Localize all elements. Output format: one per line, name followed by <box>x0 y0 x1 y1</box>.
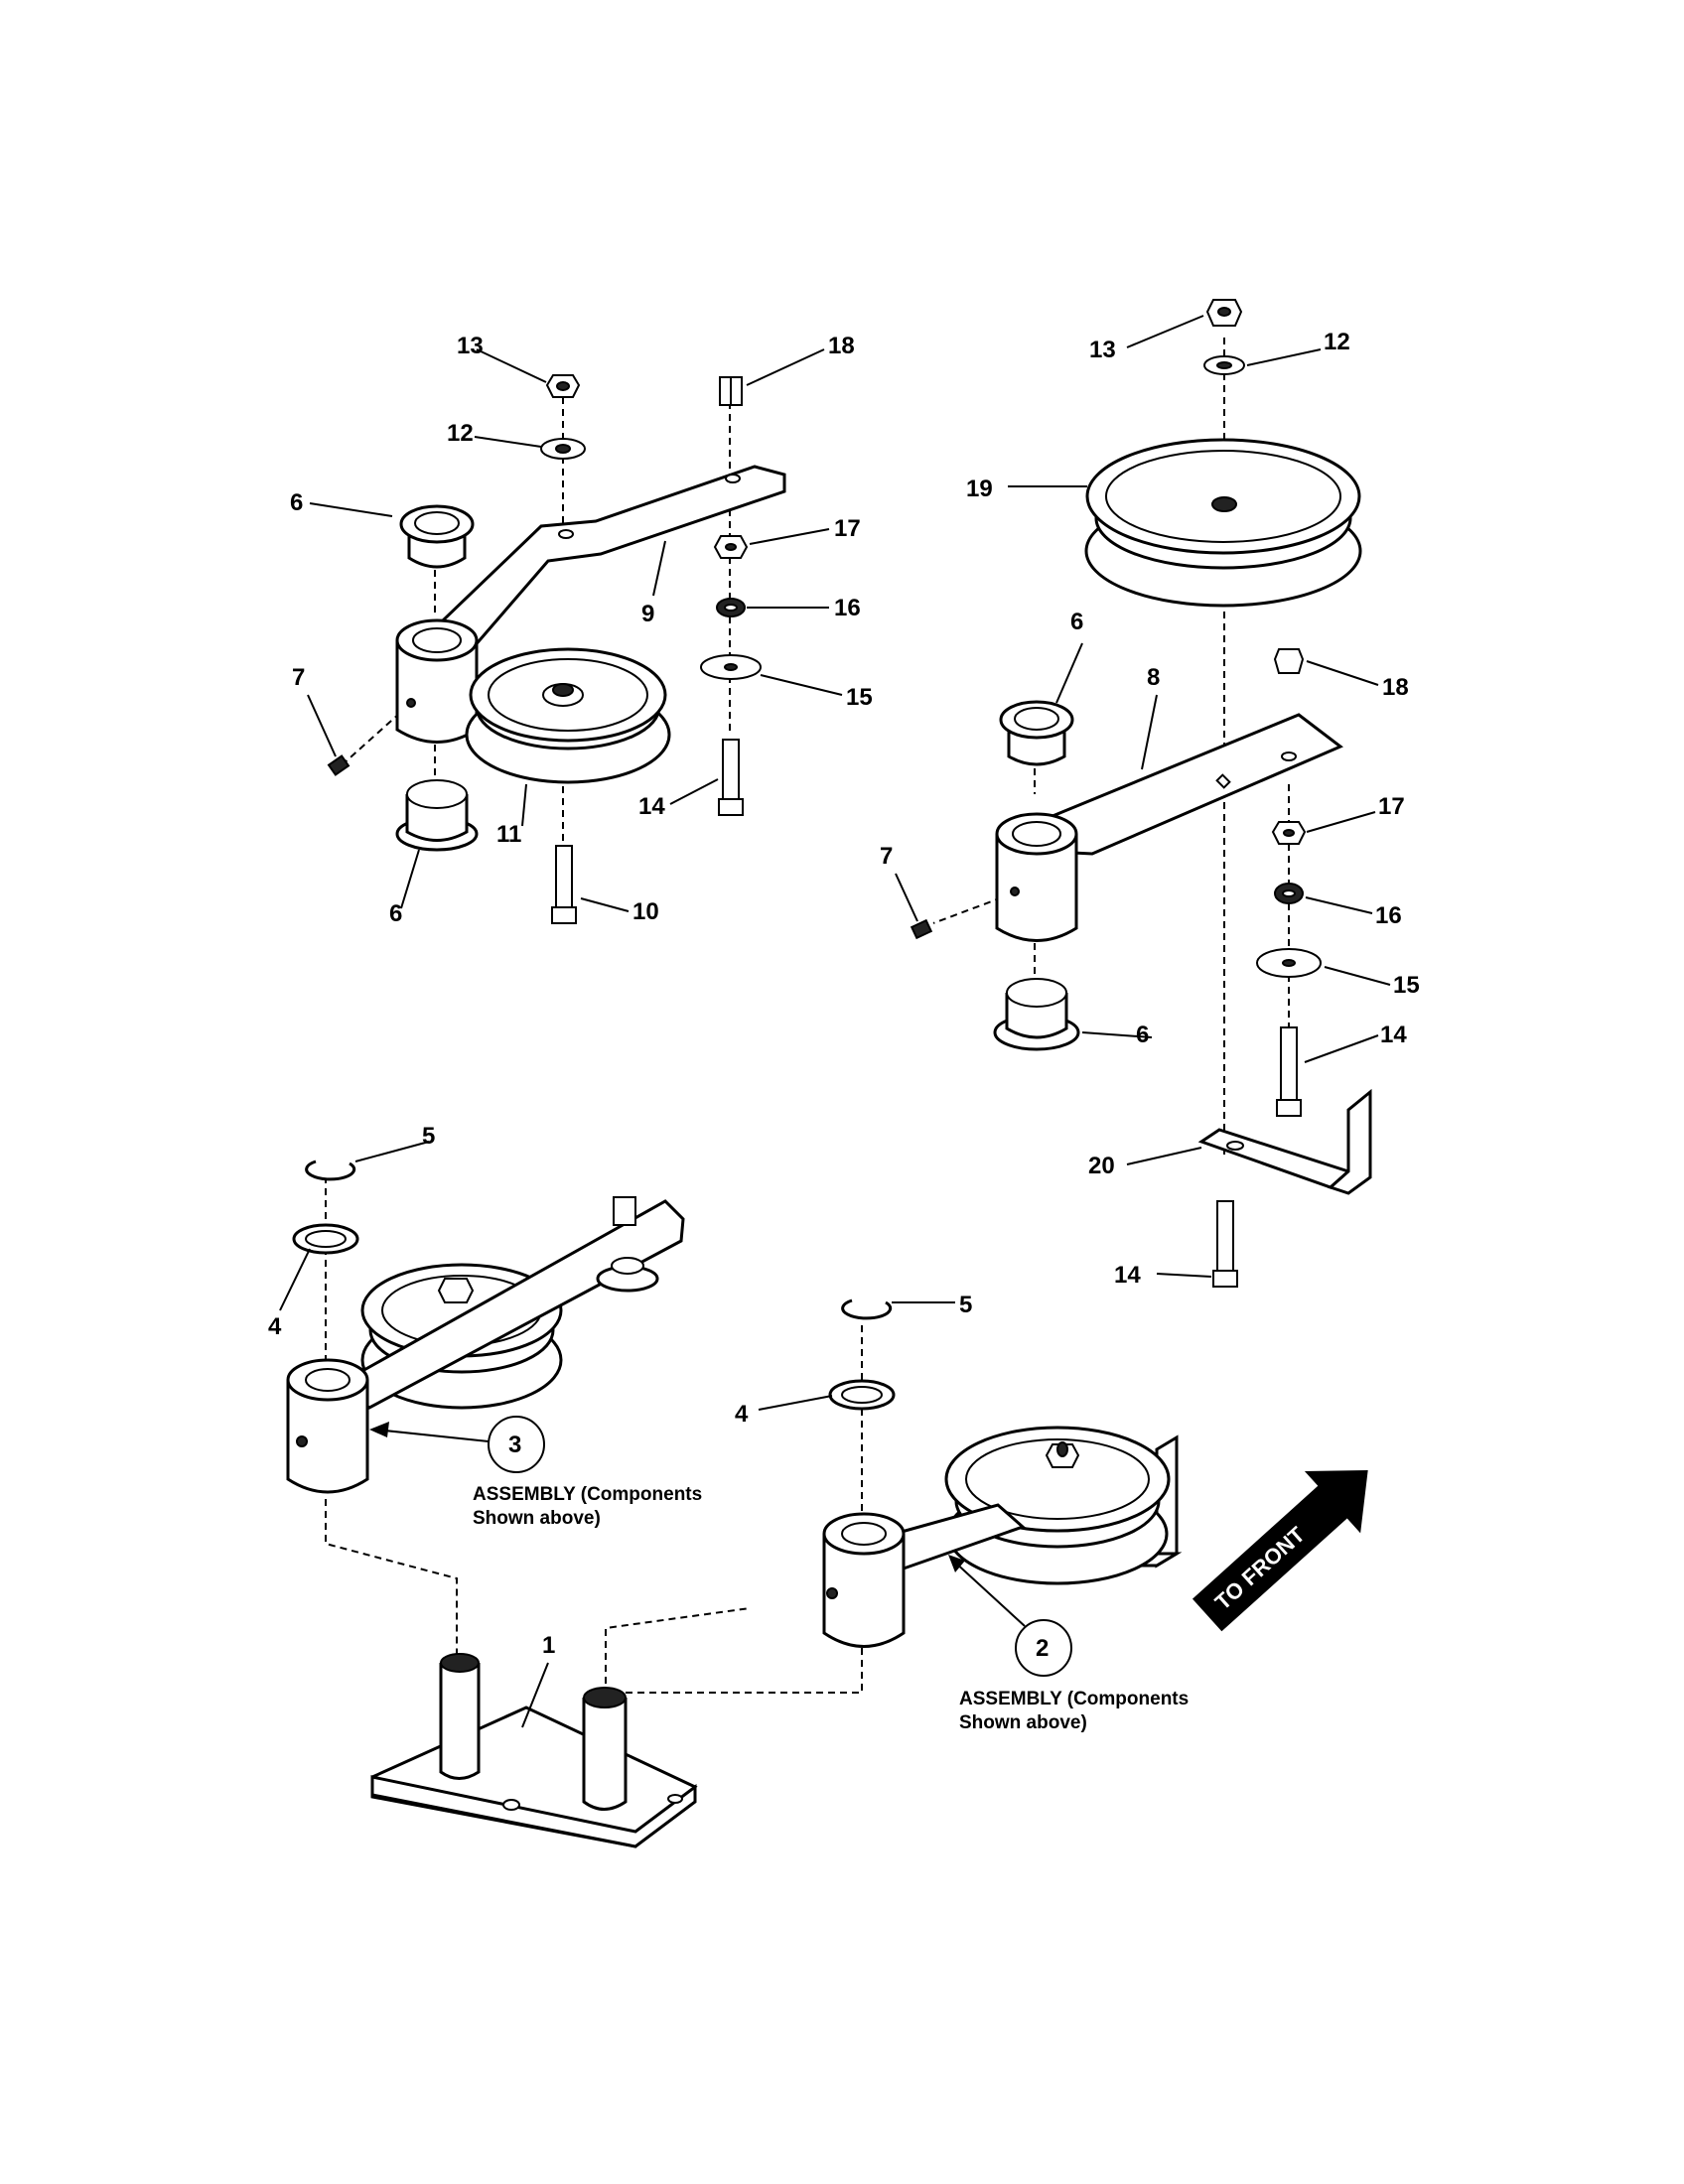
callout-14: 14 <box>1380 1022 1407 1048</box>
callout-16: 16 <box>834 595 861 621</box>
to-front-label: TO FRONT <box>1210 1522 1310 1615</box>
pivot-sleeve-top-right <box>995 812 1078 942</box>
bracket-20 <box>1197 1088 1372 1195</box>
idler-arm-9 <box>413 465 786 657</box>
callout-6: 6 <box>1070 609 1083 635</box>
nut-18-top-right <box>1273 648 1305 674</box>
top-left-assembly: 13 18 12 6 17 9 16 7 15 14 11 6 10 <box>290 333 873 927</box>
callout-9: 9 <box>641 601 654 627</box>
pulley-19 <box>1084 438 1362 608</box>
callout-3: 3 <box>508 1432 521 1458</box>
assembly-2-caption-line1: ASSEMBLY (Components <box>959 1689 1189 1709</box>
callout-circle-2 <box>948 1555 1072 1677</box>
callout-20: 20 <box>1088 1153 1115 1179</box>
assembly-2-caption-line2: Shown above) <box>959 1712 1087 1733</box>
callout-5: 5 <box>959 1292 972 1318</box>
callout-8: 8 <box>1147 664 1160 691</box>
callout-4: 4 <box>268 1313 282 1340</box>
callout-17: 17 <box>1378 793 1405 820</box>
to-front-arrow: TO FRONT <box>1192 1470 1368 1632</box>
callout-15: 15 <box>846 684 873 711</box>
callout-13: 13 <box>457 333 484 359</box>
pulley-assembly-2 <box>944 1426 1171 1585</box>
nut-13-top-right <box>1205 299 1243 327</box>
callout-circle-3 <box>369 1416 545 1473</box>
washer-4-right <box>828 1379 896 1411</box>
top-right-assembly: 13 12 19 6 8 18 17 7 16 15 6 14 20 14 <box>880 299 1420 1289</box>
assembly-2: 5 4 2 ASSEMBLY (Components Shown above) <box>735 1292 1189 1733</box>
callout-7: 7 <box>880 843 893 870</box>
callout-5: 5 <box>422 1123 435 1150</box>
callout-6: 6 <box>1136 1022 1149 1048</box>
callout-6: 6 <box>389 900 402 927</box>
callout-16: 16 <box>1375 902 1402 929</box>
pivot-sleeve-assembly-3 <box>286 1358 369 1494</box>
pulley-11 <box>465 647 671 784</box>
washer-12-top-right <box>1203 355 1245 375</box>
washer-12 <box>540 438 586 460</box>
callout-15: 15 <box>1393 972 1420 999</box>
set-screw-7-top-right <box>910 918 933 940</box>
callout-18: 18 <box>1382 674 1409 701</box>
washer-4-left <box>292 1223 359 1255</box>
nut-17-top-left <box>713 535 749 559</box>
bolt-14-bottom-right <box>1212 1200 1238 1288</box>
bolt-10 <box>551 845 577 924</box>
bolt-14-top-left <box>718 739 744 816</box>
callout-4: 4 <box>735 1401 749 1428</box>
retaining-ring-5-left <box>305 1160 356 1181</box>
callout-7: 7 <box>292 664 305 691</box>
callout-1: 1 <box>542 1632 555 1659</box>
callout-6: 6 <box>290 489 303 516</box>
callout-14: 14 <box>638 793 665 820</box>
callout-14: 14 <box>1114 1262 1141 1289</box>
pivot-sleeve-assembly-2 <box>822 1512 906 1648</box>
base-plate-1: 1 <box>325 1499 863 1848</box>
callout-12: 12 <box>1324 329 1350 355</box>
washer-15-top-left <box>700 654 762 680</box>
callout-19: 19 <box>966 476 993 502</box>
washer-15-top-right <box>1256 948 1322 978</box>
pivot-sleeve-top-left <box>395 618 479 744</box>
retaining-ring-5-right <box>841 1298 893 1320</box>
assembly-3-caption-line2: Shown above) <box>473 1508 601 1529</box>
callout-18: 18 <box>828 333 855 359</box>
bushing-6-top-right <box>999 700 1074 766</box>
lock-washer-16-top-right <box>1274 883 1304 904</box>
callout-2: 2 <box>1036 1635 1049 1662</box>
bushing-6-top <box>399 504 475 569</box>
assembly-3-caption-line1: ASSEMBLY (Components <box>473 1484 702 1505</box>
nut-18 <box>719 376 743 406</box>
bushing-6-bottom-right <box>993 978 1080 1051</box>
assembly-3: 5 4 3 ASSEMBLY (Components Shown above) <box>268 1123 702 1529</box>
bolt-14-top-right <box>1276 1026 1302 1117</box>
nut-17-top-right <box>1271 821 1307 845</box>
bushing-6-bottom <box>395 779 479 852</box>
callout-11: 11 <box>496 821 521 848</box>
callout-13: 13 <box>1089 337 1116 363</box>
callout-10: 10 <box>632 898 659 925</box>
lock-washer-16-top-left <box>716 598 746 617</box>
callout-12: 12 <box>447 420 474 447</box>
set-screw-7 <box>327 754 351 776</box>
callout-17: 17 <box>834 515 861 542</box>
nut-13 <box>545 374 581 398</box>
